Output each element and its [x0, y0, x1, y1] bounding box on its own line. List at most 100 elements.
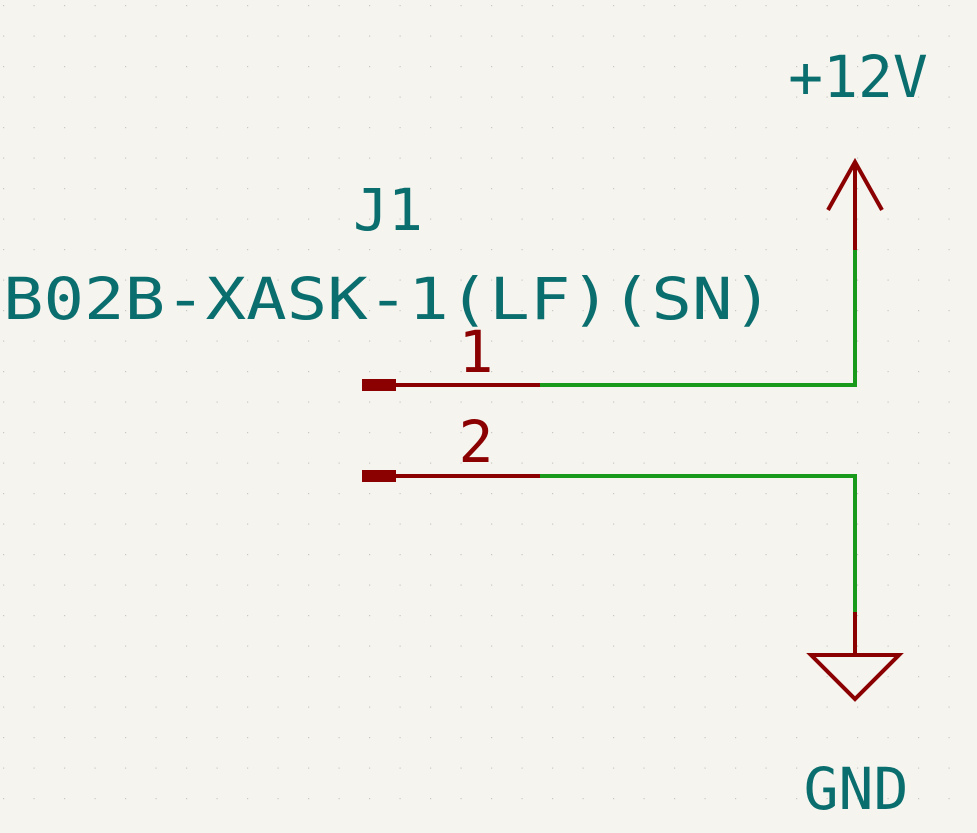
grid-dot [918, 96, 920, 98]
grid-dot [247, 35, 249, 37]
grid-dot [887, 127, 889, 129]
grid-dot [887, 218, 889, 220]
grid-dot [674, 66, 676, 68]
grid-dot [64, 340, 66, 342]
grid-dot [857, 615, 859, 617]
grid-dot [643, 462, 645, 464]
grid-dot [796, 554, 798, 556]
grid-dot [796, 218, 798, 220]
grid-dot [887, 706, 889, 708]
grid-dot [857, 96, 859, 98]
component-value[interactable]: B02B-XASK-1(LF)(SN) [3, 265, 773, 333]
grid-dot [857, 218, 859, 220]
grid-dot [155, 462, 157, 464]
grid-dot [399, 96, 401, 98]
grid-dot [64, 35, 66, 37]
grid-dot [765, 493, 767, 495]
power-12v-symbol[interactable]: +12V [788, 43, 928, 250]
grid-dot [430, 310, 432, 312]
grid-dot [491, 279, 493, 281]
grid-dot [430, 767, 432, 769]
pin-2-number: 2 [459, 408, 494, 476]
grid-dot [64, 554, 66, 556]
grid-dot [735, 157, 737, 159]
grid-dot [582, 767, 584, 769]
grid-dot [33, 432, 35, 434]
grid-dot [643, 432, 645, 434]
grid-dot [94, 798, 96, 800]
grid-dot [155, 523, 157, 525]
grid-dot [125, 35, 127, 37]
grid-dot [674, 127, 676, 129]
grid-dot [826, 371, 828, 373]
grid-dot [186, 157, 188, 159]
grid-dot [369, 462, 371, 464]
connector-j1[interactable]: 1 2 J1 B02B-XASK-1(LF)(SN) [3, 176, 773, 482]
grid-dot [338, 218, 340, 220]
grid-dot [338, 157, 340, 159]
grid-dot [704, 798, 706, 800]
grid-dot [735, 5, 737, 7]
grid-dot [552, 584, 554, 586]
grid-dot [125, 279, 127, 281]
grid-dot [735, 66, 737, 68]
grid-dot [369, 249, 371, 251]
grid-dot [430, 218, 432, 220]
grid-dot [613, 706, 615, 708]
grid-dot [33, 676, 35, 678]
grid-dot [125, 737, 127, 739]
grid-dot [826, 584, 828, 586]
grid-dot [460, 493, 462, 495]
grid-dot [216, 340, 218, 342]
grid-dot [460, 462, 462, 464]
grid-dot [857, 35, 859, 37]
grid-dot [3, 127, 5, 129]
grid-dot [94, 66, 96, 68]
grid-dot [735, 798, 737, 800]
wire-pin1-to-12v[interactable] [540, 250, 857, 387]
grid-dot [33, 493, 35, 495]
grid-dot [552, 35, 554, 37]
grid-dot [3, 35, 5, 37]
grid-dot [64, 798, 66, 800]
grid-dot [369, 645, 371, 647]
grid-dot [430, 5, 432, 7]
wire-pin2-to-gnd[interactable] [540, 474, 857, 612]
grid-dot [33, 798, 35, 800]
grid-dot [186, 798, 188, 800]
grid-dot [94, 340, 96, 342]
grid-dot [887, 493, 889, 495]
grid-dot [64, 66, 66, 68]
grid-dot [399, 188, 401, 190]
grid-dot [491, 523, 493, 525]
component-reference[interactable]: J1 [353, 176, 423, 244]
grid-dot [155, 493, 157, 495]
grid-dot [948, 249, 950, 251]
grid-dot [735, 432, 737, 434]
grid-dot [765, 432, 767, 434]
grid-dot [216, 462, 218, 464]
grid-dot [857, 706, 859, 708]
grid-dot [735, 615, 737, 617]
grid-dot [582, 279, 584, 281]
grid-dot [430, 340, 432, 342]
grid-dot [338, 615, 340, 617]
grid-dot [643, 798, 645, 800]
grid-dot [338, 737, 340, 739]
grid-dot [857, 767, 859, 769]
grid-dot [918, 279, 920, 281]
grid-dot [613, 35, 615, 37]
grid-dot [338, 523, 340, 525]
grid-dot [94, 493, 96, 495]
grid-dot [430, 706, 432, 708]
grid-dot [399, 66, 401, 68]
grid-dot [765, 737, 767, 739]
grid-dot [277, 737, 279, 739]
grid-dot [186, 401, 188, 403]
grid-dot [369, 584, 371, 586]
grid-dot [582, 462, 584, 464]
ground-symbol[interactable]: GND [804, 612, 909, 823]
grid-dot [521, 35, 523, 37]
grid-dot [582, 401, 584, 403]
